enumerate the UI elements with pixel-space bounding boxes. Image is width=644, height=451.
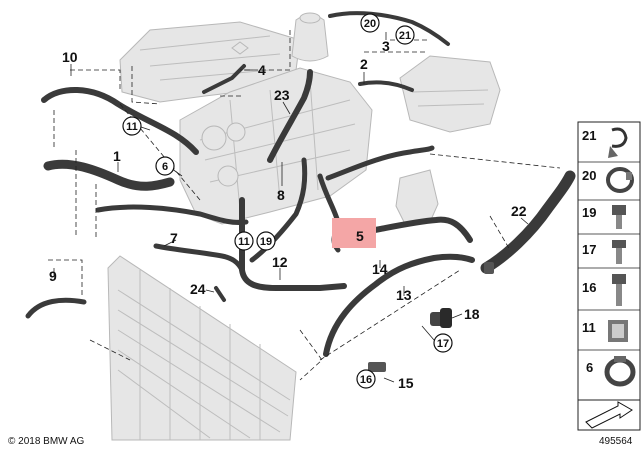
callout-24: 24 [190, 281, 206, 297]
svg-text:20: 20 [364, 18, 376, 30]
expansion-tank [291, 12, 329, 62]
circled-callouts: 20 21 11 6 11 19 17 16 [122, 13, 453, 389]
panel-label-11: 11 [582, 320, 596, 335]
circled-callout-21: 21 [395, 25, 415, 45]
circled-callout-11-top: 11 [122, 116, 142, 136]
callout-2: 2 [360, 56, 368, 72]
circled-callout-6: 6 [155, 156, 175, 176]
diagram-fittings [368, 262, 494, 372]
arrow-icon [585, 401, 633, 429]
circled-callout-16: 16 [356, 369, 376, 389]
callout-23: 23 [274, 87, 290, 103]
circled-callout-17: 17 [433, 333, 453, 353]
svg-text:21: 21 [399, 30, 411, 42]
screw-icon [612, 240, 626, 264]
hose-clamp-icon [606, 167, 634, 193]
callout-13: 13 [396, 287, 412, 303]
callout-12: 12 [272, 254, 288, 270]
svg-text:11: 11 [238, 236, 250, 248]
panel-label-16: 16 [582, 280, 596, 295]
parts-panel: 21 20 19 17 16 11 6 [577, 121, 641, 401]
callout-10: 10 [62, 49, 78, 65]
hex-bolt-icon [612, 205, 626, 229]
svg-text:11: 11 [126, 121, 138, 133]
radiator [107, 255, 297, 441]
svg-text:6: 6 [162, 161, 168, 173]
callout-4: 4 [258, 62, 266, 78]
panel-label-19: 19 [582, 205, 596, 220]
callout-18: 18 [464, 306, 480, 322]
callout-7: 7 [170, 230, 178, 246]
panel-label-17: 17 [582, 242, 596, 257]
callout-3: 3 [382, 38, 390, 54]
copyright-text: © 2018 BMW AG [8, 436, 85, 447]
svg-text:19: 19 [260, 236, 272, 248]
circled-callout-20: 20 [360, 13, 380, 33]
callout-9: 9 [49, 268, 57, 284]
clip-icon [608, 320, 628, 342]
svg-text:17: 17 [437, 338, 449, 350]
svg-text:16: 16 [360, 374, 372, 386]
circled-callout-19: 19 [256, 231, 276, 251]
leader-lines [53, 32, 529, 383]
callout-1: 1 [113, 148, 121, 164]
callout-15: 15 [398, 375, 414, 391]
clamp-ring-icon [604, 356, 636, 387]
spring-clip-icon [608, 127, 628, 158]
coolant-reservoir [399, 55, 501, 133]
circled-callout-11-mid: 11 [234, 231, 254, 251]
panel-label-21: 21 [582, 128, 596, 143]
panel-label-20: 20 [582, 168, 596, 183]
callout-14: 14 [372, 261, 388, 277]
callout-labels: 1 2 3 4 5 7 8 9 10 12 13 14 15 18 22 23 … [49, 38, 527, 391]
callout-8: 8 [277, 187, 285, 203]
callout-5: 5 [356, 228, 364, 244]
panel-label-6: 6 [586, 360, 593, 375]
callout-5-highlight [332, 218, 376, 248]
callout-22: 22 [511, 203, 527, 219]
coolant-hoses [25, 11, 576, 357]
bolt-icon [612, 274, 626, 306]
diagram-number: 495564 [599, 436, 633, 447]
direction-arrow-box [577, 399, 641, 431]
oil-filter-housing [395, 169, 439, 223]
